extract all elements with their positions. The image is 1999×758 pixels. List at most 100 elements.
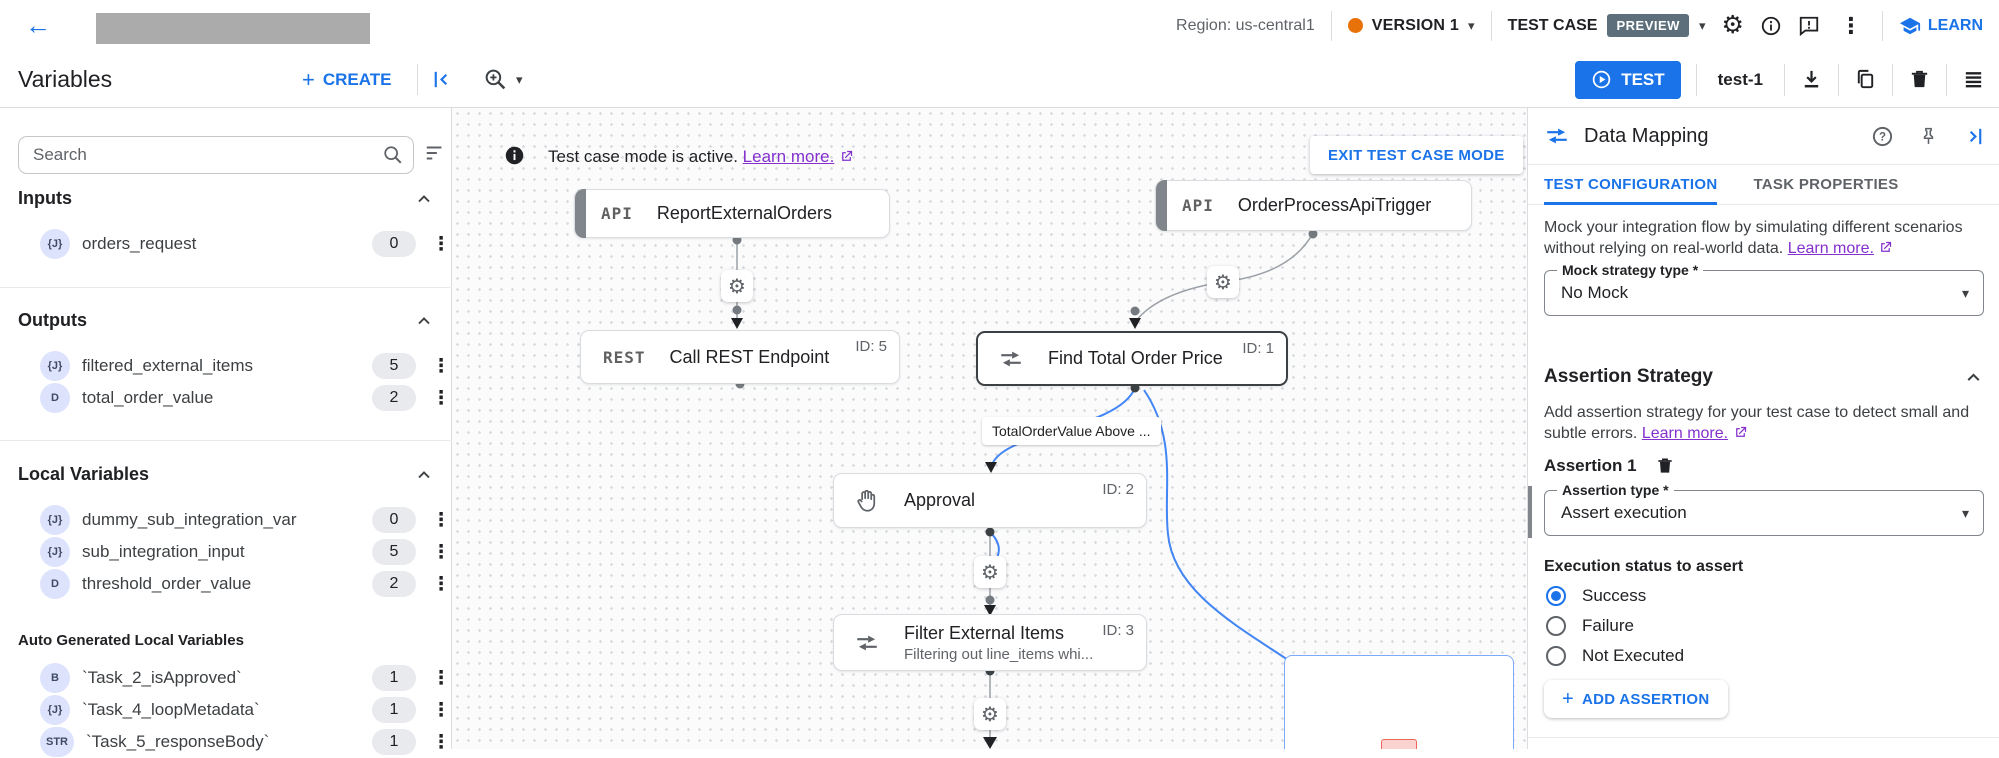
row-menu-icon[interactable]: ⋮: [431, 731, 451, 753]
variable-row[interactable]: {J} filtered_external_items 5 ⋮: [0, 350, 452, 382]
node-preview-box[interactable]: [1284, 655, 1514, 749]
node-approval[interactable]: Approval ID: 2: [833, 473, 1147, 528]
variable-row[interactable]: STR `Task_5_responseBody` 1 ⋮: [0, 726, 452, 758]
edge-gear-icon[interactable]: ⚙: [721, 270, 753, 302]
mock-strategy-select[interactable]: Mock strategy type * No Mock ▾: [1544, 262, 1984, 316]
node-id: ID: 2: [1102, 481, 1134, 498]
back-arrow-icon[interactable]: ←: [25, 10, 51, 40]
sort-icon[interactable]: [424, 142, 446, 169]
variable-row[interactable]: D total_order_value 2 ⋮: [0, 382, 452, 414]
create-variable-button[interactable]: + CREATE: [302, 67, 392, 93]
panel-scrollbar-thumb[interactable]: [1528, 486, 1532, 538]
plus-icon: +: [1562, 687, 1574, 710]
section-header-inputs[interactable]: Inputs: [18, 188, 434, 209]
add-assertion-button[interactable]: + ADD ASSERTION: [1544, 680, 1728, 718]
assertion-learn-more-link[interactable]: Learn more.: [1641, 425, 1729, 442]
collapse-panel-icon[interactable]: [1963, 125, 1986, 148]
node-report-external-orders[interactable]: API ReportExternalOrders: [574, 189, 890, 238]
info-icon[interactable]: [1760, 15, 1782, 37]
select-label: Mock strategy type *: [1557, 262, 1704, 278]
download-icon[interactable]: [1800, 68, 1823, 91]
panel-tabs: TEST CONFIGURATION TASK PROPERTIES: [1528, 165, 1999, 205]
search-input[interactable]: [18, 136, 414, 174]
test-label: TEST: [1621, 69, 1665, 89]
flow-canvas[interactable]: Test case mode is active. Learn more. EX…: [452, 108, 1527, 749]
edge-gear-icon[interactable]: ⚙: [974, 556, 1006, 588]
section-header-outputs[interactable]: Outputs: [18, 310, 434, 331]
radio-success[interactable]: Success: [1546, 586, 1646, 606]
double-type-icon: D: [40, 383, 70, 413]
settings-gear-icon[interactable]: ⚙: [1721, 11, 1744, 39]
variable-row[interactable]: B `Task_2_isApproved` 1 ⋮: [0, 662, 452, 694]
string-type-icon: STR: [40, 727, 74, 757]
divider: [1490, 10, 1492, 41]
usage-count-badge: 0: [372, 231, 416, 257]
more-options-icon[interactable]: ⋮: [1839, 12, 1862, 38]
variable-row[interactable]: {J} orders_request 0 ⋮: [0, 228, 452, 260]
row-menu-icon[interactable]: ⋮: [431, 667, 451, 689]
page-title: Variables: [18, 66, 113, 92]
row-menu-icon[interactable]: ⋮: [431, 387, 451, 409]
section-header-local-variables[interactable]: Local Variables: [18, 464, 434, 485]
delete-assertion-icon[interactable]: [1655, 456, 1675, 476]
variable-row[interactable]: {J} dummy_sub_integration_var 0 ⋮: [0, 504, 452, 536]
test-button[interactable]: TEST: [1575, 60, 1681, 99]
row-menu-icon[interactable]: ⋮: [431, 573, 451, 595]
panel-header: Data Mapping ?: [1528, 108, 1999, 165]
radio-failure[interactable]: Failure: [1546, 616, 1634, 636]
feedback-icon[interactable]: [1798, 15, 1820, 37]
delete-icon[interactable]: [1908, 68, 1931, 91]
learn-button[interactable]: LEARN: [1899, 15, 1983, 37]
radio-label: Success: [1582, 586, 1647, 605]
rest-task-icon: REST: [603, 347, 646, 367]
mock-learn-more-link[interactable]: Learn more.: [1787, 240, 1874, 257]
pin-icon[interactable]: [1918, 126, 1939, 147]
edge-gear-icon[interactable]: ⚙: [974, 698, 1006, 730]
variable-name: threshold_order_value: [82, 574, 252, 593]
test-case-name[interactable]: test-1: [1717, 69, 1763, 89]
tab-task-properties[interactable]: TASK PROPERTIES: [1753, 176, 1899, 193]
node-filter-external-items[interactable]: Filter External Items Filtering out line…: [833, 614, 1147, 671]
exit-test-case-mode-button[interactable]: EXIT TEST CASE MODE: [1310, 136, 1523, 174]
radio-not-executed[interactable]: Not Executed: [1546, 646, 1684, 666]
error-chip: [1381, 739, 1417, 749]
assertion-type-select[interactable]: Assertion type * Assert execution ▾: [1544, 482, 1984, 536]
row-menu-icon[interactable]: ⋮: [431, 355, 451, 377]
chevron-up-icon: [418, 194, 430, 202]
assertion-strategy-header[interactable]: Assertion Strategy: [1544, 366, 1984, 388]
zoom-control[interactable]: ▾: [483, 67, 523, 92]
collapse-sidebar-icon[interactable]: [430, 68, 453, 91]
mock-text: Mock your integration flow by simulating…: [1544, 219, 1963, 257]
variable-row[interactable]: D threshold_order_value 2 ⋮: [0, 568, 452, 600]
data-mapping-icon: [998, 346, 1024, 372]
search-icon: [382, 144, 404, 171]
version-selector[interactable]: VERSION 1 ▾: [1347, 17, 1475, 35]
divider: [1946, 63, 1947, 96]
node-call-rest-endpoint[interactable]: REST Call REST Endpoint ID: 5: [580, 330, 900, 384]
tab-test-configuration[interactable]: TEST CONFIGURATION: [1544, 165, 1718, 205]
row-menu-icon[interactable]: ⋮: [431, 541, 451, 563]
edge-condition-label[interactable]: TotalOrderValue Above ...: [982, 417, 1161, 445]
zoom-in-icon: [485, 69, 506, 90]
row-menu-icon[interactable]: ⋮: [431, 509, 451, 531]
node-label: Find Total Order Price: [1048, 348, 1223, 368]
edge-gear-icon[interactable]: ⚙: [1207, 266, 1239, 298]
list-view-icon[interactable]: [1962, 68, 1985, 91]
variable-row[interactable]: {J} sub_integration_input 5 ⋮: [0, 536, 452, 568]
copy-icon[interactable]: [1854, 68, 1877, 91]
node-find-total-order-price[interactable]: Find Total Order Price ID: 1: [976, 331, 1288, 386]
approval-hand-icon: [854, 488, 880, 514]
banner-learn-more-link[interactable]: Learn more.: [742, 147, 835, 166]
banner-message: Test case mode is active.: [548, 147, 738, 166]
section-header-auto-generated: Auto Generated Local Variables: [18, 632, 434, 649]
json-type-icon: {J}: [40, 351, 70, 381]
usage-count-badge: 0: [372, 507, 416, 533]
api-trigger-icon: API: [1182, 196, 1214, 215]
row-menu-icon[interactable]: ⋮: [431, 699, 451, 721]
row-menu-icon[interactable]: ⋮: [431, 233, 451, 255]
test-case-selector[interactable]: TEST CASE PREVIEW ▾: [1508, 14, 1705, 37]
node-order-process-api-trigger[interactable]: API OrderProcessApiTrigger: [1155, 180, 1472, 231]
variable-row[interactable]: {J} `Task_4_loopMetadata` 1 ⋮: [0, 694, 452, 726]
select-value: Assert execution: [1561, 503, 1687, 522]
help-icon[interactable]: ?: [1871, 125, 1894, 148]
